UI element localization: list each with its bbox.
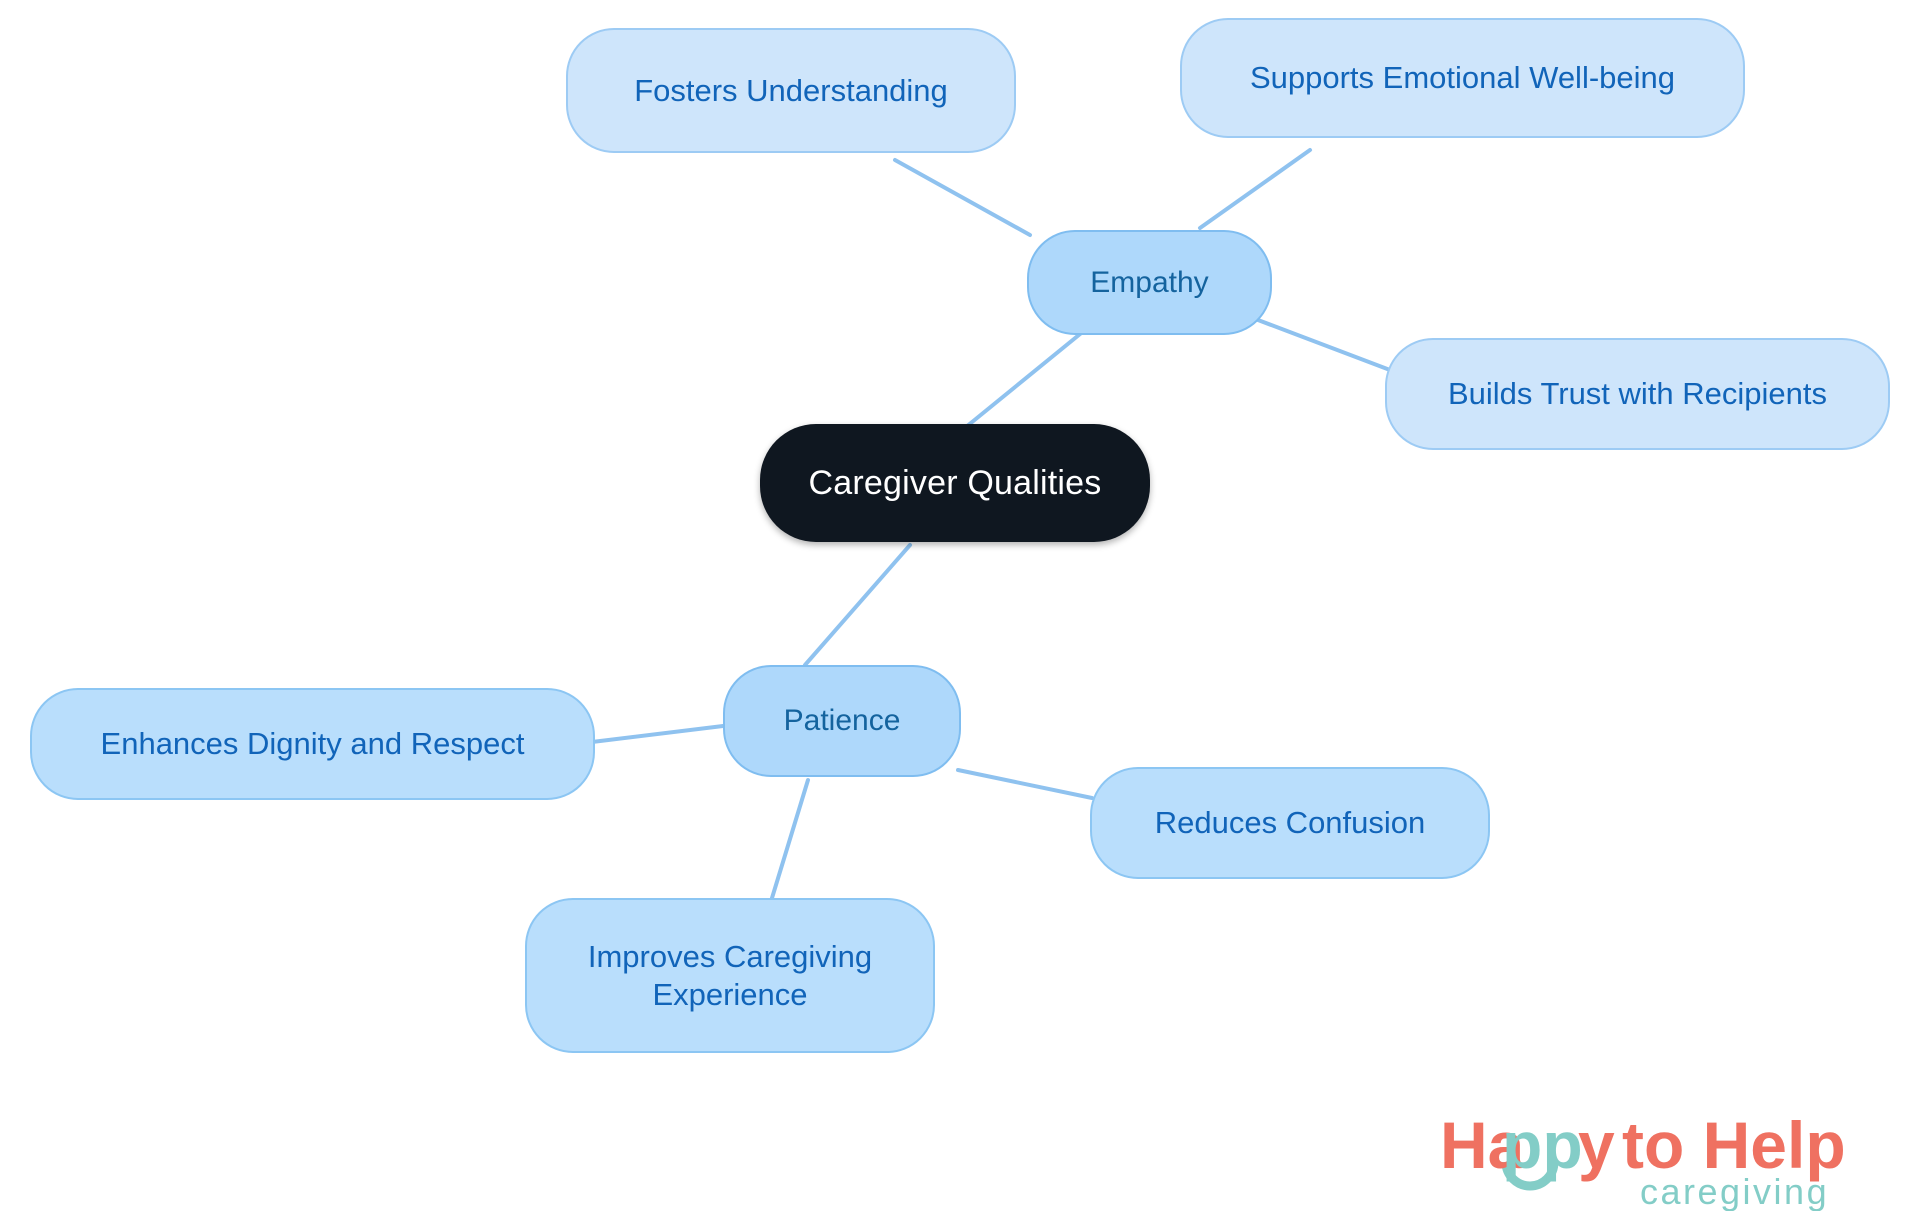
node-leaf-fosters-understanding[interactable]: Fosters Understanding bbox=[566, 28, 1016, 153]
logo-text-caregiving: caregiving bbox=[1640, 1171, 1829, 1211]
node-root-caregiver-qualities[interactable]: Caregiver Qualities bbox=[760, 424, 1150, 542]
node-branch-patience[interactable]: Patience bbox=[723, 665, 961, 777]
edge-root-patience bbox=[803, 543, 912, 667]
node-leaf-improves-caregiving-experience[interactable]: Improves Caregiving Experience bbox=[525, 898, 935, 1053]
node-leaf-enhances-dignity-and-respect-label: Enhances Dignity and Respect bbox=[100, 726, 525, 762]
logo-text-happy-h: Ha bbox=[1440, 1108, 1526, 1182]
node-leaf-supports-emotional-well-being-label: Supports Emotional Well-being bbox=[1249, 60, 1676, 96]
node-leaf-fosters-understanding-label: Fosters Understanding bbox=[634, 72, 948, 108]
node-leaf-reduces-confusion[interactable]: Reduces Confusion bbox=[1090, 767, 1490, 879]
smile-arc-icon bbox=[1501, 1161, 1559, 1191]
edge-empathy-fosters-understanding bbox=[893, 158, 1032, 237]
node-leaf-enhances-dignity-and-respect[interactable]: Enhances Dignity and Respect bbox=[30, 688, 595, 800]
edge-empathy-supports-emotional-well-being bbox=[1198, 148, 1312, 230]
brand-logo: Ha pp y to Help caregiving bbox=[1440, 1106, 1880, 1211]
edge-patience-improves-caregiving-experience bbox=[770, 778, 810, 900]
edge-empathy-builds-trust-with-recipients bbox=[1256, 318, 1392, 372]
node-branch-empathy[interactable]: Empathy bbox=[1027, 230, 1272, 335]
node-leaf-builds-trust-with-recipients[interactable]: Builds Trust with Recipients bbox=[1385, 338, 1890, 450]
node-branch-patience-label: Patience bbox=[783, 704, 901, 737]
node-leaf-supports-emotional-well-being[interactable]: Supports Emotional Well-being bbox=[1180, 18, 1745, 138]
logo-text-happy-y: y bbox=[1578, 1108, 1615, 1182]
logo-text-happy-pp: pp bbox=[1502, 1108, 1583, 1182]
node-leaf-builds-trust-with-recipients-label: Builds Trust with Recipients bbox=[1447, 376, 1828, 412]
node-leaf-improves-caregiving-experience-label: Improves Caregiving Experience bbox=[587, 939, 873, 1012]
node-branch-empathy-label: Empathy bbox=[1090, 265, 1209, 299]
edge-patience-enhances-dignity-and-respect bbox=[590, 724, 725, 744]
node-root-label: Caregiver Qualities bbox=[808, 463, 1102, 502]
logo-text-to-help: to Help bbox=[1622, 1108, 1846, 1182]
node-leaf-reduces-confusion-label: Reduces Confusion bbox=[1154, 805, 1426, 841]
edge-patience-reduces-confusion bbox=[956, 768, 1094, 800]
